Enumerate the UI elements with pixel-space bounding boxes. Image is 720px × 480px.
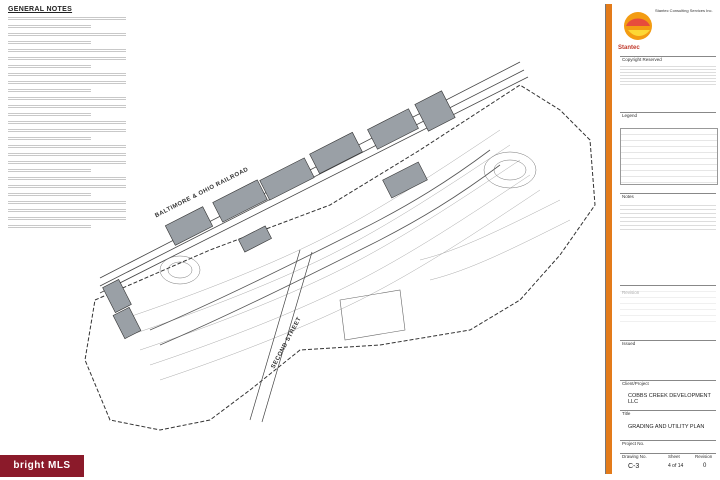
drawing-no-label: Drawing No.	[622, 454, 647, 459]
note-line	[8, 192, 91, 197]
note-line	[8, 104, 126, 109]
divider	[620, 193, 716, 194]
note-line	[8, 32, 126, 37]
revision-number: 0	[703, 463, 707, 469]
site-plan-drawing	[84, 61, 596, 431]
divider	[620, 285, 716, 286]
titleblock-notes	[620, 202, 716, 230]
internal-road	[149, 149, 501, 346]
notes-heading: Notes	[622, 194, 634, 199]
stormwater-basins	[159, 151, 537, 285]
client-name: COBBS CREEK DEVELOPMENT LLC	[628, 393, 711, 405]
logo-swirl-icon	[624, 12, 652, 40]
company-address: Stantec Consulting Services Inc.	[655, 8, 715, 13]
note-line	[8, 200, 126, 205]
note-line	[8, 24, 91, 29]
divider	[620, 56, 716, 57]
revision-table	[620, 286, 716, 326]
bright-mls-watermark: bright MLS	[0, 455, 84, 477]
note-line	[8, 176, 126, 181]
note-line	[8, 88, 91, 93]
note-line	[8, 56, 126, 61]
client-heading: Client/Project	[622, 381, 649, 386]
existing-building	[339, 289, 406, 341]
divider	[620, 453, 716, 454]
property-boundary	[84, 84, 596, 431]
note-line	[8, 168, 91, 173]
company-name: Stantec Consulting Services Inc.	[655, 8, 713, 13]
contour-lines	[119, 129, 571, 381]
drawing-title: GRADING AND UTILITY PLAN	[628, 424, 705, 430]
note-line	[8, 208, 126, 213]
note-line	[8, 144, 126, 149]
legend-heading: Legend	[622, 113, 638, 118]
note-line	[8, 80, 126, 85]
note-line	[8, 160, 126, 165]
revision-label: Revision	[695, 454, 713, 459]
note-line	[8, 184, 126, 189]
general-notes: GENERAL NOTES	[8, 6, 126, 229]
general-notes-title: GENERAL NOTES	[8, 6, 73, 13]
title-heading: Title	[622, 411, 631, 416]
copyright-heading: Copyright Reserved	[622, 57, 662, 62]
sheet-number: C-3	[628, 463, 640, 470]
project-no-label: Project No.	[622, 441, 645, 446]
note-line	[8, 96, 126, 101]
second-street	[249, 249, 313, 423]
sheet-of: 4 of 14	[668, 463, 684, 469]
brand-name: Stantec	[618, 45, 640, 51]
note-line	[8, 64, 91, 69]
copyright-text	[620, 64, 716, 86]
note-line	[8, 120, 126, 125]
note-line	[8, 16, 126, 21]
issued-heading: Issued	[622, 341, 636, 346]
divider	[620, 340, 716, 341]
divider	[620, 410, 716, 411]
building-footprints	[102, 90, 456, 340]
note-line	[8, 40, 91, 45]
note-line	[8, 112, 91, 117]
note-line	[8, 216, 126, 221]
note-line	[8, 224, 91, 229]
note-line	[8, 136, 91, 141]
note-line	[8, 152, 126, 157]
stantec-logo	[620, 8, 656, 48]
note-line	[8, 48, 126, 53]
divider	[620, 380, 716, 381]
title-block-accent-bar	[606, 4, 612, 474]
title-block	[605, 4, 718, 474]
divider	[620, 112, 716, 113]
note-line	[8, 128, 126, 133]
legend-table	[620, 128, 718, 185]
note-line	[8, 72, 126, 77]
sheet-label: Sheet	[668, 454, 680, 459]
divider	[620, 440, 716, 441]
